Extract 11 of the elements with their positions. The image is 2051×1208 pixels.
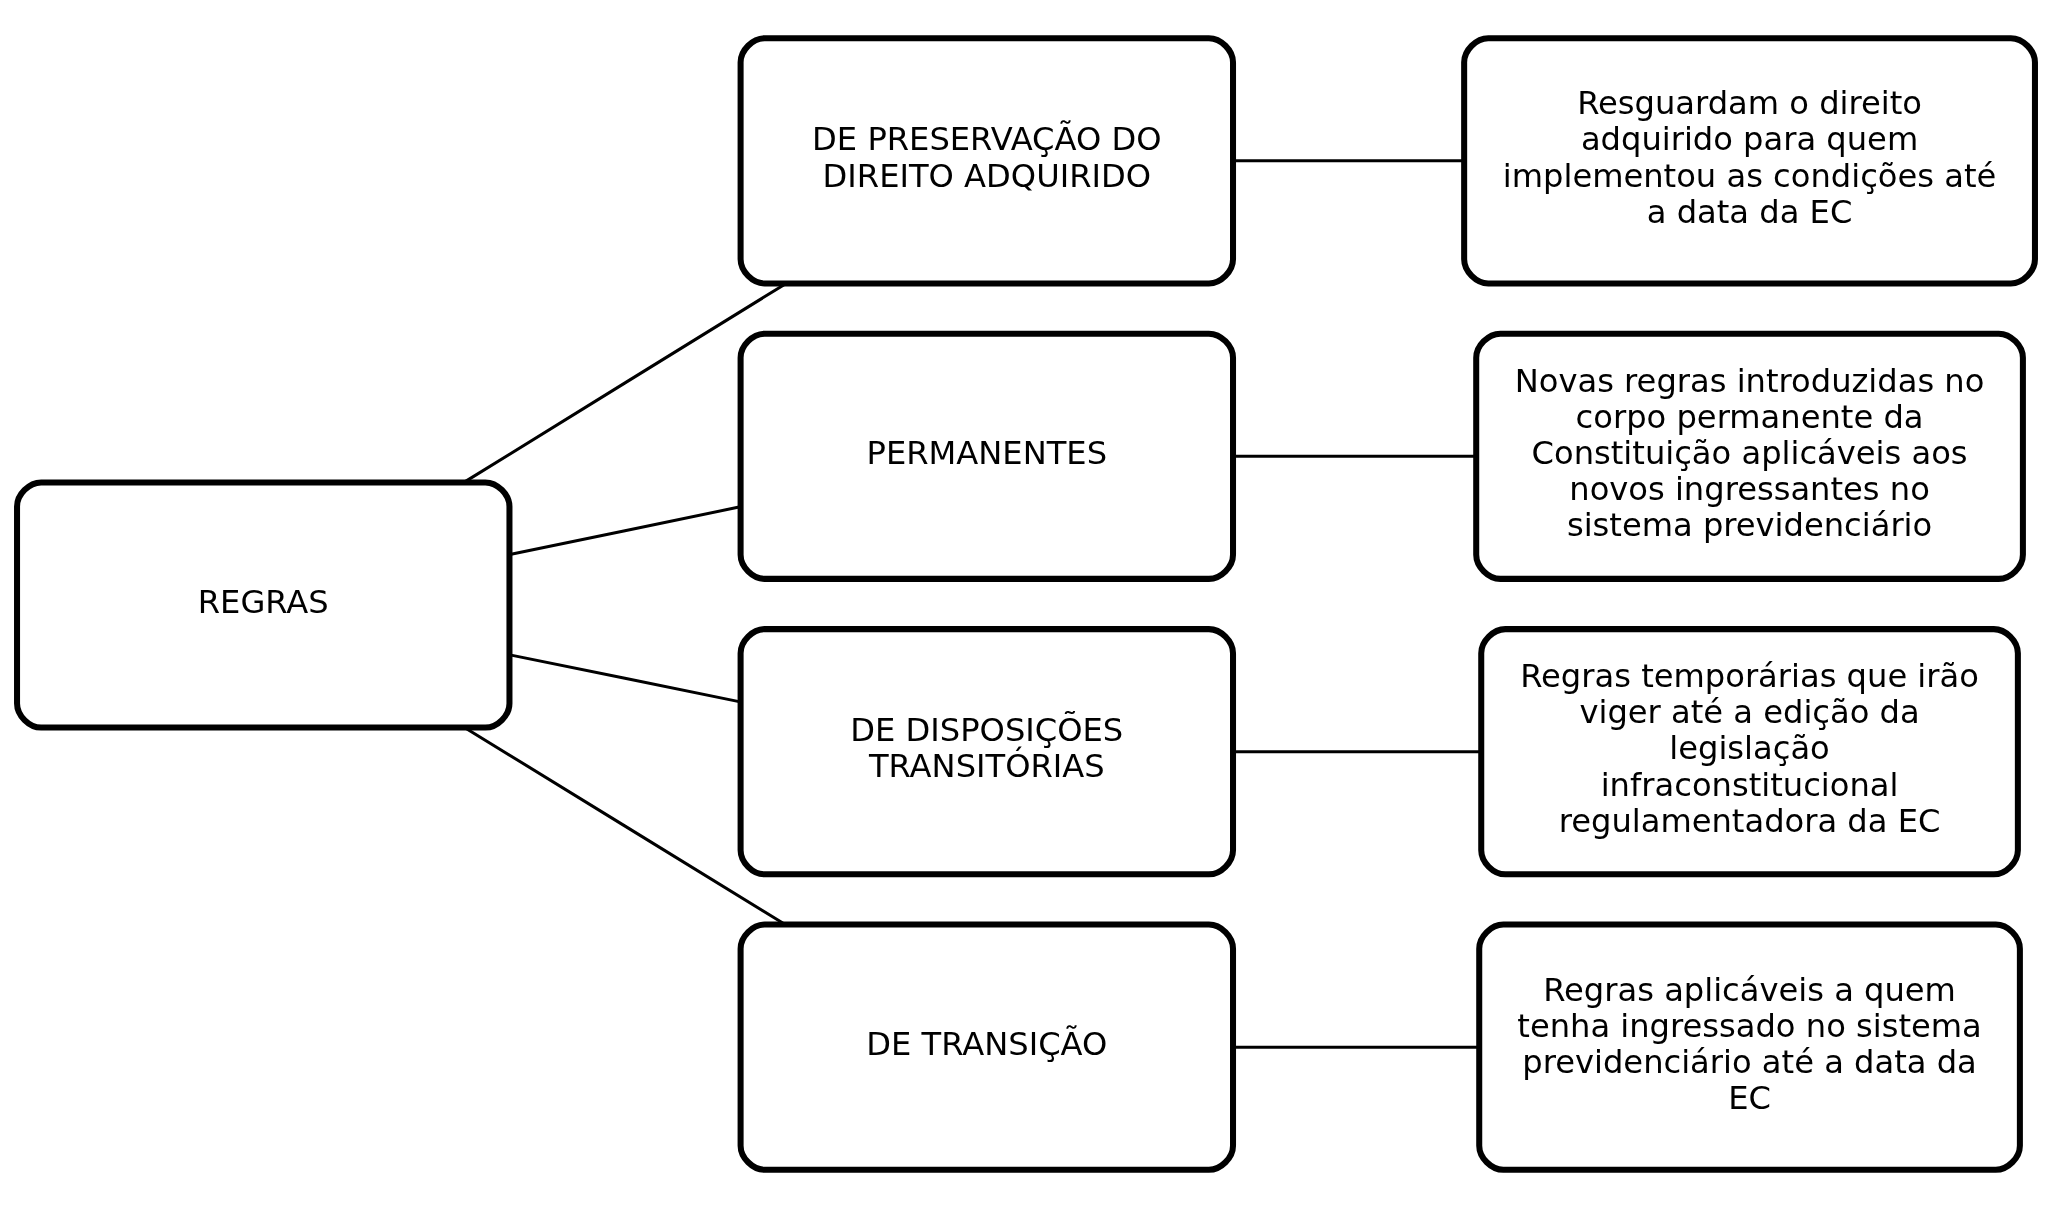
node-box: DE TRANSIÇÃO — [737, 921, 1236, 1173]
node-box: DE PRESERVAÇÃO DO DIREITO ADQUIRIDO — [737, 35, 1236, 287]
connector — [509, 505, 741, 556]
node-box: Resguardam o direito adquirido para quem implementou as condições até a data da EC — [1460, 35, 2038, 287]
node-box: Novas regras introduzidas no corpo permanente da Constituição aplicáveis aos novos ingressantes no sistema previdenciário — [1472, 330, 2026, 582]
node-box: REGRAS — [13, 479, 512, 731]
node-box: Regras aplicáveis a quem tenha ingressado no sistema previdenciário até a data da EC — [1475, 921, 2023, 1173]
node-box: Regras temporárias que irão viger até a edição da legislação infraconstitucional regulamentadora da EC — [1477, 626, 2021, 878]
connector — [509, 653, 741, 704]
node-box: DE DISPOSIÇÕES TRANSITÓRIAS — [737, 626, 1236, 878]
node-box: PERMANENTES — [737, 330, 1236, 582]
